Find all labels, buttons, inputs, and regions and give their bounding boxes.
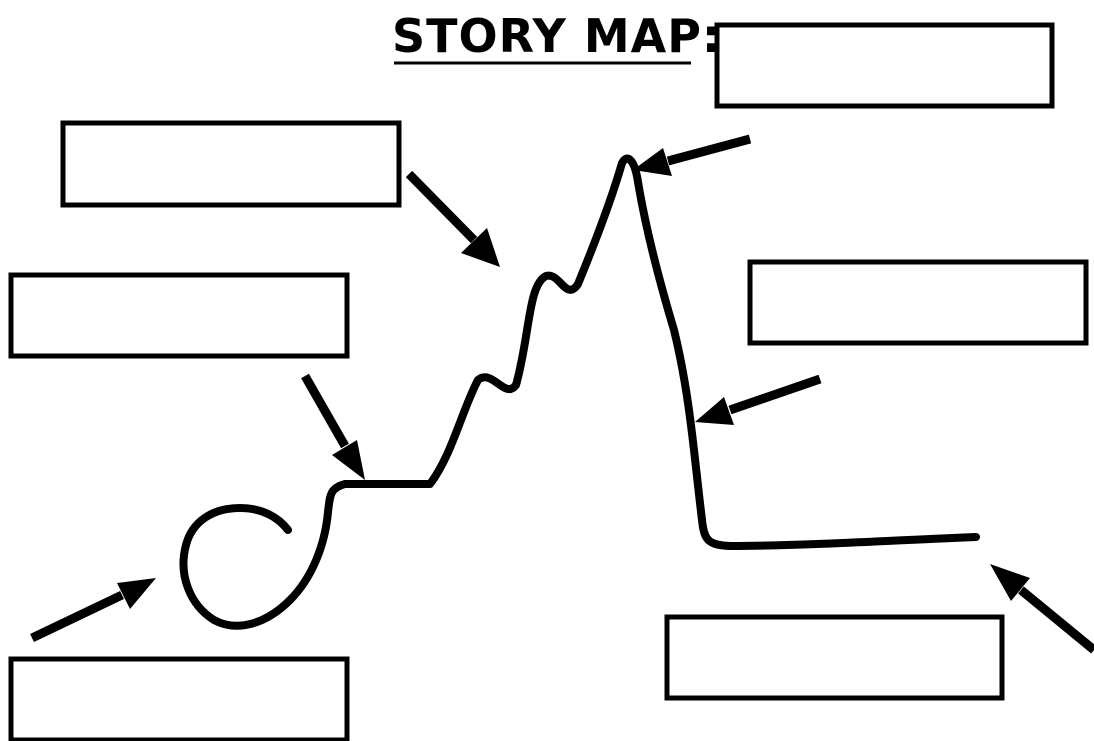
conflict-box[interactable]: [8, 272, 350, 359]
page-title: STORY MAP:: [392, 9, 721, 63]
title-box[interactable]: [714, 22, 1055, 109]
rising-action-box[interactable]: [60, 120, 402, 208]
resolution-arrow-shaft: [1018, 586, 1094, 654]
resolution-box[interactable]: [664, 614, 1005, 701]
falling-action-arrow-head: [695, 397, 734, 425]
rising-action-arrow-shaft: [405, 170, 478, 244]
exposition-arrow-shaft: [30, 590, 124, 643]
falling-action-arrow-shaft: [728, 374, 822, 415]
exposition-arrow-head: [117, 578, 156, 609]
climax-arrow-head: [633, 148, 672, 176]
exposition-box[interactable]: [8, 656, 350, 741]
climax-arrow-shaft: [666, 134, 752, 166]
conflict-arrow-head: [332, 440, 365, 480]
plot-line: [179, 154, 980, 630]
rising-action-arrow-head: [461, 228, 500, 267]
climax-side-box[interactable]: [747, 259, 1089, 346]
resolution-arrow-head: [990, 564, 1030, 601]
conflict-arrow-shaft: [301, 373, 349, 449]
